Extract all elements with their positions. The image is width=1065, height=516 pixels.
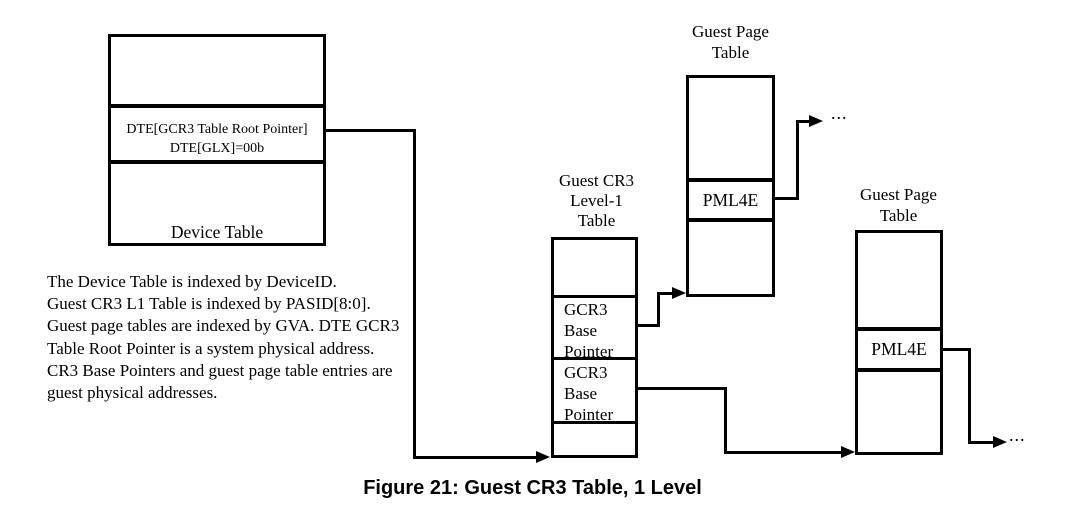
gcr3-table-divider (554, 295, 635, 298)
guest-page-table-upper-box (686, 75, 775, 297)
device-table-entry: DTE[GCR3 Table Root Pointer] DTE[GLX]=00… (126, 122, 308, 156)
continuation-ellipsis-upper: ... (831, 103, 848, 123)
arrowhead-pml4e-lower-icon (993, 436, 1007, 448)
connector-gcr3e1-to-pt-upper-seg3 (657, 292, 673, 295)
continuation-ellipsis-lower: ... (1009, 425, 1026, 445)
connector-pml4e-upper-seg3 (796, 120, 810, 123)
device-table-label: Device Table (170, 222, 264, 242)
pml4e-lower-bottom-border (858, 368, 940, 372)
connector-gcr3e2-to-pt-lower-seg3 (724, 451, 842, 454)
arrowhead-into-gcr3-table-icon (536, 451, 550, 463)
connector-gcr3e1-to-pt-upper-seg2 (657, 292, 660, 327)
figure-caption: Figure 21: Guest CR3 Table, 1 Level (363, 477, 702, 499)
gcr3-table-divider (554, 421, 635, 424)
connector-pml4e-upper-seg1 (775, 197, 799, 200)
connector-pml4e-lower-seg2 (968, 348, 971, 444)
arrowhead-into-pt-upper-icon (672, 287, 686, 299)
guest-page-table-upper-label: Guest Page Table (692, 22, 769, 62)
device-table-box (108, 34, 326, 246)
connector-pml4e-lower-seg3 (968, 441, 994, 444)
pml4e-upper-top-border (689, 178, 772, 182)
pml4e-lower-entry: PML4E (871, 339, 927, 359)
device-table-entry-top-border (111, 104, 323, 108)
connector-gcr3e2-to-pt-lower-seg2 (724, 387, 727, 454)
notes-text: The Device Table is indexed by DeviceID.… (47, 272, 400, 403)
arrowhead-into-pt-lower-icon (841, 446, 855, 458)
gcr3-base-pointer-entry-2: GCR3 Base Pointer (564, 363, 614, 424)
guest-page-table-lower-label: Guest Page Table (860, 185, 937, 225)
gcr3-base-pointer-entry-1: GCR3 Base Pointer (564, 300, 614, 361)
device-table-entry-bottom-border (111, 160, 323, 164)
gcr3-table-divider (554, 357, 635, 360)
pml4e-lower-top-border (858, 327, 940, 331)
connector-gcr3e1-to-pt-upper-seg1 (638, 324, 660, 327)
guest-page-table-lower-box (855, 230, 943, 455)
connector-dte-to-gcr3-seg3 (413, 456, 537, 459)
connector-pml4e-upper-seg2 (796, 120, 799, 200)
gcr3-table-label: Guest CR3 Level-1 Table (558, 171, 635, 230)
connector-pml4e-lower-seg1 (943, 348, 971, 351)
connector-dte-to-gcr3-seg1 (326, 129, 416, 132)
connector-dte-to-gcr3-seg2 (413, 129, 416, 459)
connector-gcr3e2-to-pt-lower-seg1 (638, 387, 727, 390)
arrowhead-pml4e-upper-icon (809, 115, 823, 127)
pml4e-upper-bottom-border (689, 218, 772, 222)
pml4e-upper-entry: PML4E (702, 190, 759, 210)
